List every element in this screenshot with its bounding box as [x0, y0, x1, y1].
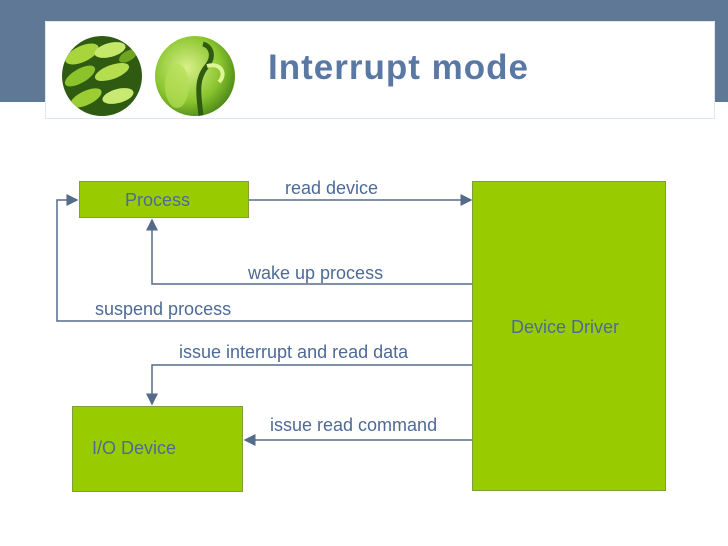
device-driver-label: Device Driver	[511, 317, 620, 337]
plant-sprout-image	[155, 36, 235, 116]
wake-up-process-label: wake up process	[248, 263, 384, 283]
issue-interrupt-label: issue interrupt and read data	[179, 342, 409, 362]
slide-title: Interrupt mode	[268, 48, 529, 87]
read-device-label: read device	[285, 178, 379, 198]
wake-up-process-arrow	[146, 218, 472, 285]
issue-read-command-label: issue read command	[270, 415, 438, 435]
fern-leaf-image	[62, 36, 142, 116]
io-device-box: I/O Device	[72, 406, 243, 492]
suspend-process-arrow	[56, 194, 472, 322]
process-box: Process	[79, 181, 249, 218]
device-driver-box: Device Driver	[472, 181, 666, 491]
process-label: Process	[125, 190, 191, 210]
suspend-process-label: suspend process	[95, 299, 232, 319]
issue-interrupt-arrow	[146, 364, 472, 406]
io-device-label: I/O Device	[92, 438, 177, 458]
